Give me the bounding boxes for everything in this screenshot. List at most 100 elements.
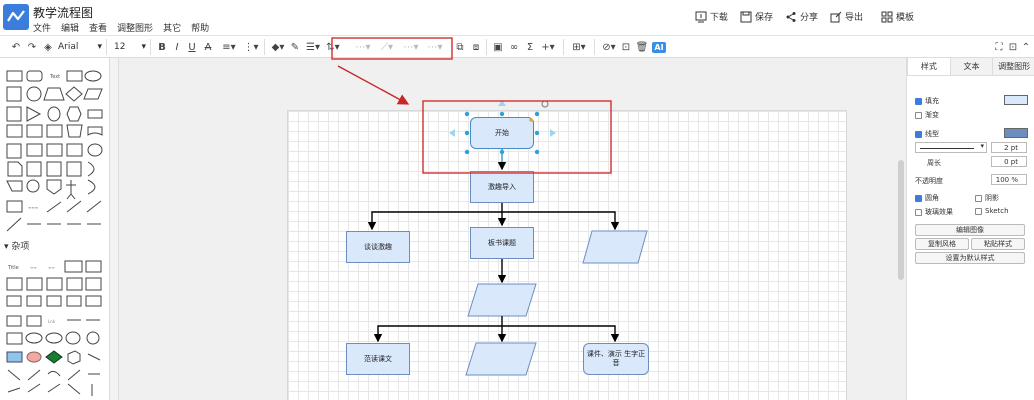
gradient-row[interactable]: 渐变 [915,110,939,120]
flow-node-self-read[interactable]: 谈谈激趣 [346,231,410,263]
copy-style-button[interactable]: 复制风格 [915,238,969,250]
flow-node-reading[interactable]: 读准课文 圈画读生字 [466,343,536,375]
menu-other[interactable]: 其它 [163,24,182,34]
perimeter-row: 周长 [927,158,941,168]
delete-icon[interactable]: 🗑 [635,41,649,53]
cylinder-shape-icon [47,106,61,122]
align-icon[interactable]: ≡▾ [222,41,236,53]
italic-icon[interactable]: I [175,41,179,53]
font-family-value: Arial [58,42,79,52]
format-painter-icon[interactable]: ⊘▾ [602,41,616,53]
fit-page-icon[interactable]: ⊡ [1008,41,1018,53]
flow-node-start[interactable]: 开始 [470,117,534,149]
svg-text:Lnk: Lnk [48,319,56,324]
image-icon[interactable]: ▣ [493,41,503,53]
font-family-select[interactable]: Arial▾ [58,40,102,54]
bold-icon[interactable]: B [158,41,166,53]
connector-style-icon: ⋯▾ [355,41,371,53]
chevron-down-icon: ▾ [980,142,984,150]
shadow-row[interactable]: 阴影 [975,193,999,203]
insert-icon[interactable]: +▾ [541,41,555,53]
template-label: 模板 [895,13,914,23]
edit-style-button[interactable]: 编辑图像 [915,224,1025,236]
sketch-label: Sketch [985,207,1009,215]
menu-help[interactable]: 帮助 [191,24,210,34]
flow-node-question[interactable]: 质疑课题 [583,231,647,263]
line-width-input[interactable]: 2 pt [991,142,1027,153]
download-button[interactable]: 下载 [695,10,728,23]
perimeter-input[interactable]: 0 pt [991,156,1027,167]
flow-node-model-read[interactable]: 范读课文 [346,343,410,375]
perimeter-label: 周长 [927,159,941,167]
line-style-icon[interactable]: ☰▾ [306,41,320,53]
flow-node-self-read-label: 谈谈激趣 [364,242,392,251]
glass-row[interactable]: 玻璃效果 [915,207,953,217]
line-checkbox[interactable] [915,130,922,138]
menu-file[interactable]: 文件 [33,24,52,34]
font-size-select[interactable]: 12▾ [114,40,146,54]
shadow-checkbox[interactable] [975,194,982,202]
ai-button[interactable]: AI [652,40,666,54]
strikethrough-icon[interactable]: A [204,41,212,53]
template-button[interactable]: 模板 [881,10,914,23]
fill-row[interactable]: 填充 [915,96,939,106]
flow-node-first-read[interactable]: 初读课文 [468,284,536,316]
rounded-row[interactable]: 圆角 [915,193,939,203]
text-color-icon[interactable]: ✎ [290,41,300,53]
left-panel-scrollbar[interactable] [110,58,119,400]
table-icon[interactable]: ⊞▾ [572,41,586,53]
doc-shape-icon [87,109,103,119]
paste-style-button[interactable]: 粘贴样式 [971,238,1025,250]
lock-icon[interactable]: ⊡ [621,41,631,53]
sketch-checkbox[interactable] [975,207,982,215]
line-color-swatch[interactable] [1004,128,1028,138]
share-button[interactable]: 分享 [785,10,818,23]
undo-icon[interactable]: ↶ [11,41,21,53]
section-misc-title[interactable]: ▾ 杂项 [4,239,29,252]
line-pattern-select[interactable]: ▾ [915,142,987,153]
formula-icon[interactable]: Σ [526,41,534,53]
fill-checkbox[interactable] [915,97,922,105]
menu-edit[interactable]: 编辑 [61,24,80,34]
export-button[interactable]: 导出 [830,10,863,23]
glass-checkbox[interactable] [915,208,922,216]
set-default-style-button[interactable]: 设置为默认样式 [915,252,1025,264]
clear-format-icon[interactable]: ◈ [44,41,52,53]
flow-node-board[interactable]: 板书课题 [470,227,534,259]
redo-icon[interactable]: ↷ [27,41,37,53]
fill-color-swatch[interactable] [1004,95,1028,105]
link-icon[interactable]: ∞ [509,41,519,53]
collapse-icon[interactable]: ⌃ [1021,41,1031,53]
canvas-scrollbar[interactable] [898,160,904,280]
to-back-icon[interactable]: ⧈ [472,41,480,53]
list-icon[interactable]: ⋮▾ [243,41,259,53]
line-label: 线型 [925,130,939,138]
rounded-checkbox[interactable] [915,194,922,202]
tab-style[interactable]: 样式 [907,58,950,75]
square-shape-icon [6,86,22,102]
sketch-row[interactable]: Sketch [975,207,1009,215]
textbox-shape-icon [66,70,83,82]
header-actions: 下载 保存 分享 导出 模板 [695,10,914,23]
flow-node-courseware[interactable]: 课件、演示 生字正音 [583,343,649,375]
gradient-checkbox[interactable] [915,111,922,119]
flow-node-interest[interactable]: 激趣导入 [470,171,534,203]
flow-node-courseware-label: 课件、演示 生字正音 [586,350,646,367]
opacity-row: 不透明度 [915,176,943,186]
to-front-icon[interactable]: ⧉ [456,41,464,53]
save-icon [740,11,752,22]
menu-arrange[interactable]: 调整图形 [117,24,154,34]
shape-palette: Text [6,70,103,396]
fill-color-icon[interactable]: ◆▾ [271,41,285,53]
tab-text[interactable]: 文本 [949,58,993,75]
line-end-icon: ⋯▾ [427,41,443,53]
ellipse-shape-icon [84,70,102,82]
fullscreen-icon[interactable]: ⛶ [995,41,1003,53]
line-row[interactable]: 线型 [915,129,939,139]
opacity-input[interactable]: 100 % [991,174,1027,185]
menu-view[interactable]: 查看 [89,24,108,34]
save-button[interactable]: 保存 [740,10,773,23]
line-spacing-icon[interactable]: ⇅▾ [326,41,340,53]
tab-arrange[interactable]: 调整图形 [992,58,1034,75]
underline-icon[interactable]: U [188,41,196,53]
